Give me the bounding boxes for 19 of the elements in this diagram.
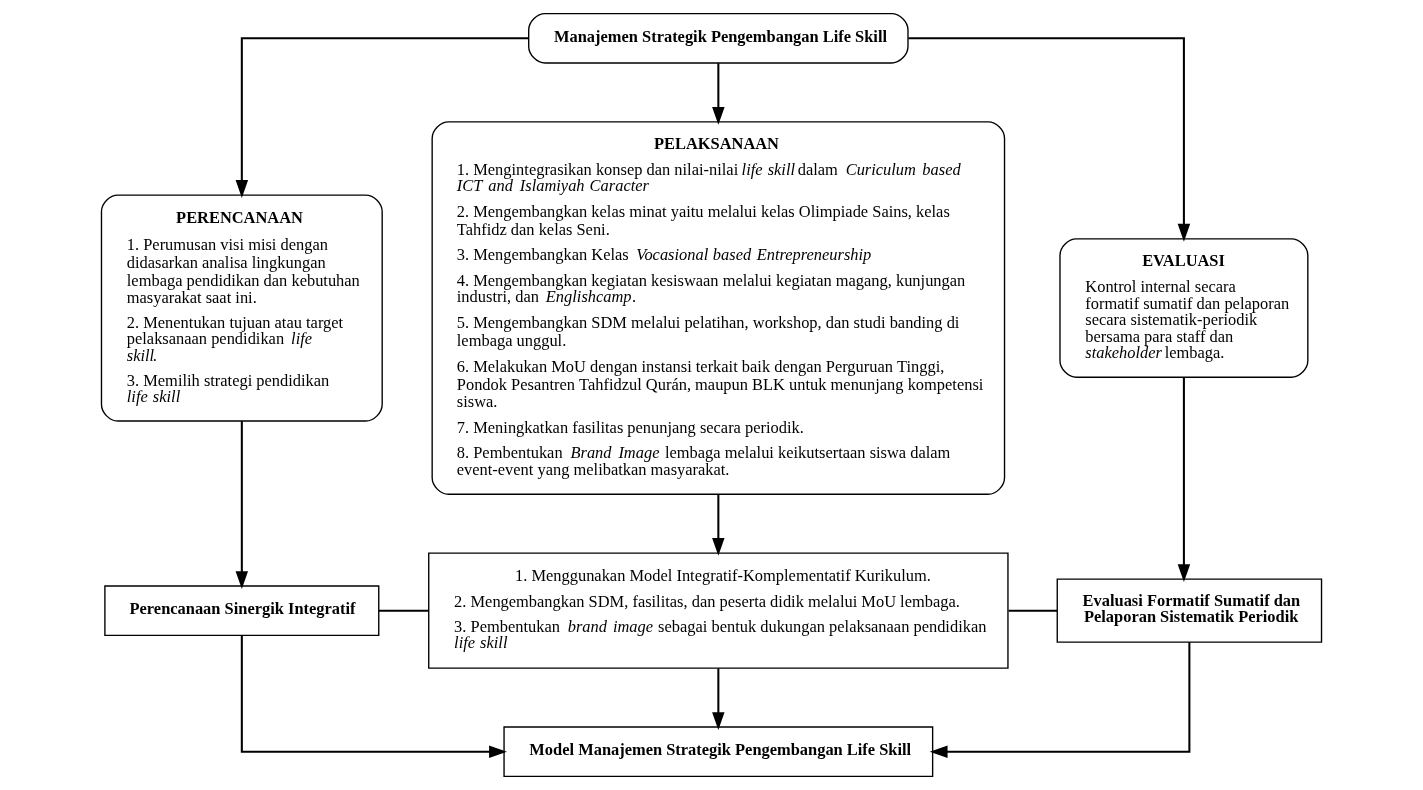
arrow [235, 421, 249, 589]
arrow [240, 635, 507, 758]
node-box: EVALUASI Kontrol internal secara formatif sumatif dan pelaporan secara sistematik-periodik bersama para staff dan stakeholder lembaga. [1059, 238, 1309, 378]
node-box: Model Manajemen Strategik Pengembangan Life Skill [503, 726, 934, 778]
node-box: 1. Menggunakan Model Integratif-Komplementatif Kurikulum. 2. Mengembangkan SDM, fasilitas, dan peserta didik melalui MoU lembaga. 3. Pembentukan brand image sebagai bentuk dukungan pelaksanaan pendidikan life skill [428, 552, 1009, 669]
node-box: Evaluasi Formatif Sumatif dan Pelaporan Sistematik Periodik [1056, 578, 1323, 643]
arrow [712, 63, 725, 125]
arrow [712, 494, 725, 556]
node-box: Manajemen Strategik Pengembangan Life Skill [528, 12, 909, 64]
arrow [235, 37, 529, 198]
node-box: PELAKSANAAN 1. Mengintegrasikan konsep dan nilai-nilai life skill dalam Curiculum based ICT and Islamiyah Caracter 2. Mengembangkan kelas minat yaitu melalui kelas Olimpiade Sains, kelas Tahfidz dan kelas Seni. 3. Mengembangkan Kelas Vocasional based Entrepreneurship 4. Mengembangkan kegiatan kesiswaan melalui kegiatan magang, kunjungan industri, dan Englishcamp. 5. Mengembangkan SDM melalui pelatihan, workshop, dan studi banding di lembaga unggul. 6. Melakukan MoU dengan instansi terkait baik dengan Perguruan Tinggi, Pondok Pesantren Tahfidzul Qurán, maupun BLK untuk menunjang kompetensi siswa. 7. Meningkatkan fasilitas penunjang secara periodik. 8. Pembentukan Brand Image lembaga melalui keikutsertaan siswa dalam event-event yang melibatkan masyarakat. [431, 121, 1006, 495]
arrow [712, 668, 725, 730]
arrow [1177, 377, 1191, 583]
connector [379, 609, 429, 612]
node-box: PERENCANAAN 1. Perumusan visi misi dengan didasarkan analisa lingkungan lembaga pendidikan dan kebutuhan masyarakat saat ini. 2. Menentukan tujuan atau target pelaksanaan pendidikan life skill. 3. Memilih strategi pendidikan life skill [100, 194, 383, 422]
arrow [908, 37, 1191, 242]
connector [1008, 609, 1058, 612]
node-box: Perencanaan Sinergik Integratif [104, 585, 380, 636]
arrow [929, 642, 1191, 758]
